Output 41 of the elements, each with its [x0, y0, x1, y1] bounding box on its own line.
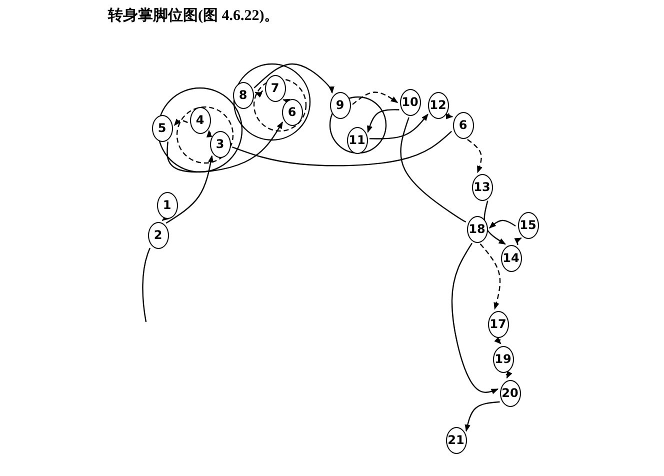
step-arrow — [480, 244, 501, 310]
footprint: 19 — [492, 346, 514, 372]
step-arrow — [446, 113, 454, 120]
footprint: 11 — [346, 126, 368, 154]
step-arrow — [367, 109, 400, 133]
step-arrow — [254, 90, 264, 98]
footprint: 15 — [518, 212, 538, 238]
step-arrow — [494, 337, 502, 344]
footprint: 21 — [446, 426, 466, 454]
step-arrow — [464, 401, 500, 432]
footprint: 9 — [330, 92, 350, 118]
step-arrow — [506, 370, 512, 379]
step-arrow — [369, 114, 428, 140]
step-arrow — [166, 155, 214, 224]
step-arrow — [206, 130, 212, 138]
footprint: 3 — [210, 130, 230, 158]
footprint: 6 — [282, 98, 302, 126]
figure-title: 转身掌脚位图(图 4.6.22)。 — [108, 6, 280, 25]
footprint: 5 — [152, 114, 172, 142]
step-arrow — [488, 220, 516, 228]
footprint: 20 — [500, 380, 520, 406]
footprint: 10 — [400, 88, 420, 116]
step-arrow — [166, 121, 284, 173]
footprint: 13 — [472, 174, 492, 200]
step-arrow — [282, 98, 290, 104]
step-arrow — [451, 242, 499, 394]
step-arrow — [467, 139, 482, 174]
footprint: 6 — [452, 112, 474, 138]
footprint: 2 — [148, 222, 168, 248]
footprint: 14 — [500, 244, 522, 272]
footprint: 7 — [264, 74, 286, 102]
step-arrow — [352, 92, 398, 105]
step-arrow — [254, 63, 334, 94]
footprint: 8 — [232, 82, 254, 108]
footprint: 1 — [156, 192, 178, 218]
footprint: 18 — [466, 216, 488, 242]
footprint: 12 — [428, 92, 448, 118]
footprint: 4 — [190, 106, 210, 134]
step-arrow — [174, 118, 188, 126]
footprint: 17 — [488, 310, 508, 338]
step-arrow — [514, 238, 522, 246]
